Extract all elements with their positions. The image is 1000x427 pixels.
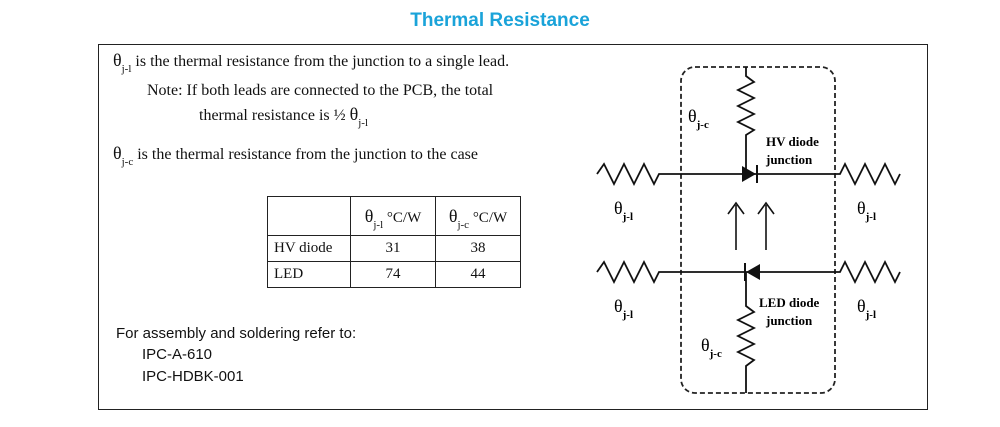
definition-text: is the thermal resistance from the junct…	[137, 146, 479, 163]
row-label: LED	[267, 261, 351, 288]
cell-jc: 38	[435, 235, 521, 262]
up-arrow-icon	[757, 201, 775, 250]
hv-left-resistor	[596, 161, 664, 187]
hv-junction-label: HV diode	[766, 134, 819, 149]
led-right-theta-label: θj-l	[857, 296, 876, 321]
theta-subscript: j-l	[121, 63, 132, 75]
led-left-theta-label: θj-l	[614, 296, 633, 321]
led-case-theta-label: θj-c	[701, 335, 722, 360]
table-row: LED 74 44	[267, 261, 521, 288]
led-right-resistor	[835, 259, 901, 285]
hv-right-theta-label: θj-l	[857, 198, 876, 223]
theta-subscript: j-l	[358, 117, 369, 129]
hv-right-resistor	[835, 161, 901, 187]
hv-left-theta-label: θj-l	[614, 198, 633, 223]
note-text: thermal resistance is ½	[199, 107, 346, 124]
content-frame	[98, 44, 928, 410]
case-outline	[680, 66, 836, 394]
up-arrow-icon	[727, 201, 745, 250]
assembly-ref: IPC-HDBK-001	[142, 368, 244, 385]
hv-diode-symbol	[742, 166, 756, 182]
cell-jl: 31	[350, 235, 436, 262]
led-diode-symbol	[746, 264, 760, 280]
note-line-1: Note: If both leads are connected to the…	[147, 82, 494, 99]
note-line-2: thermal resistance is ½ θj-l	[199, 104, 368, 129]
theta-subscript: j-c	[121, 156, 134, 168]
led-junction-label: junction	[765, 313, 813, 328]
cell-jc: 44	[435, 261, 521, 288]
hv-junction-label: junction	[765, 152, 813, 167]
led-junction-label: LED diode	[759, 295, 820, 310]
theta-symbol: θ	[349, 104, 359, 124]
thermal-resistance-table: θj-l °C/W θj-c °C/W HV diode 31 38 LED 7…	[267, 196, 521, 288]
led-case-resistor	[735, 297, 757, 393]
assembly-ref: IPC-A-610	[142, 346, 213, 363]
page-title: Thermal Resistance	[410, 10, 590, 31]
cell-jl: 74	[350, 261, 436, 288]
hv-case-resistor	[735, 67, 757, 150]
theta-symbol: θ	[113, 143, 122, 163]
table-header-jc: θj-c °C/W	[435, 196, 521, 236]
theta-jc-definition: θj-c is the thermal resistance from the …	[113, 143, 479, 168]
led-left-resistor	[596, 259, 664, 285]
theta-jl-definition: θj-l is the thermal resistance from the …	[113, 50, 510, 75]
theta-symbol: θ	[113, 50, 122, 70]
assembly-intro: For assembly and soldering refer to:	[116, 325, 357, 342]
hv-case-theta-label: θj-c	[688, 106, 709, 131]
definition-text: is the thermal resistance from the junct…	[135, 53, 510, 70]
